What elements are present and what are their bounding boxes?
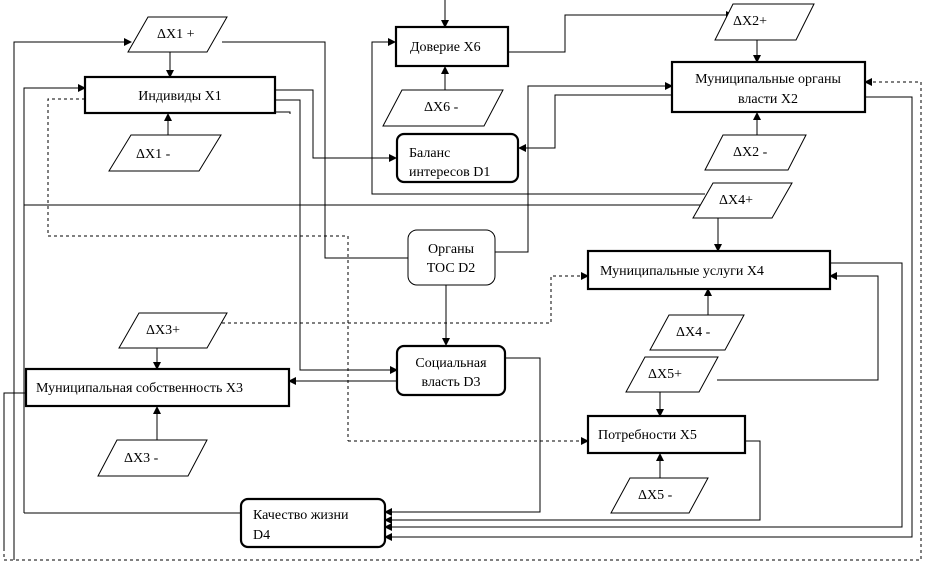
node-municipal-services: Муниципальные услуги X4 — [586, 249, 832, 291]
node-balance-label-line1: Баланс — [409, 146, 450, 161]
connectors — [3, 0, 922, 561]
node-municipal-property: Муниципальная собственность X3 — [24, 367, 291, 408]
node-authorities-label-line2: власти X2 — [738, 92, 798, 107]
connector-needs-quality — [384, 440, 761, 524]
dashed-outer-frame — [3, 78, 922, 561]
connector-dx1plus-tos — [222, 41, 408, 259]
node-needs-label: Потребности X5 — [598, 428, 697, 443]
delta-dx1-minus-label: ΔX1 - — [136, 147, 171, 162]
delta-dx1-plus-label: ΔX1 + — [157, 27, 195, 42]
node-services-label: Муниципальные услуги X4 — [600, 264, 764, 279]
node-social-label-line2: власть D3 — [422, 375, 481, 390]
connector-property-frame — [3, 392, 26, 548]
node-quality-label-line2: D4 — [253, 528, 270, 543]
connector-trust-dx2plus — [508, 11, 734, 53]
delta-dx3-minus-label: ΔX3 - — [124, 451, 159, 466]
delta-dx5-minus: ΔX5 - — [610, 477, 709, 514]
connector-social-quality — [384, 357, 541, 516]
node-tos-bodies: Органы ТОС D2 — [407, 229, 496, 286]
node-tos-label-line2: ТОС D2 — [427, 261, 476, 276]
node-property-label: Муниципальная собственность X3 — [36, 381, 243, 396]
delta-dx2-plus: ΔX2+ — [714, 3, 815, 41]
delta-dx3-minus: ΔX3 - — [97, 439, 208, 477]
node-balance-label-line2: интересов D1 — [409, 165, 490, 180]
connector-frame-to-dx1plus — [13, 38, 132, 560]
connector-loop-trust — [371, 38, 705, 195]
connector-authorities-quality — [384, 96, 913, 541]
delta-dx2-plus-label: ΔX2+ — [733, 14, 767, 29]
connector-individuals-balance — [276, 89, 397, 162]
delta-dx4-minus: ΔX4 - — [649, 314, 745, 351]
node-municipal-authorities: Муниципальные органы власти X2 — [670, 60, 867, 114]
node-quality-of-life: Качество жизни D4 — [239, 497, 387, 549]
node-trust-label: Доверие X6 — [410, 40, 481, 55]
dashed-individuals-tos — [47, 98, 349, 441]
connector-dx5plus-services — [717, 272, 879, 381]
connector-services-quality — [384, 262, 903, 531]
delta-dx5-minus-label: ΔX5 - — [638, 488, 673, 503]
node-needs: Потребности X5 — [586, 414, 747, 455]
delta-dx4-minus-label: ΔX4 - — [676, 325, 711, 340]
delta-dx2-minus: ΔX2 - — [704, 134, 807, 171]
node-balance: Баланс интересов D1 — [395, 132, 520, 184]
node-quality-label-line1: Качество жизни — [253, 508, 349, 523]
connector-individuals-social — [276, 99, 398, 374]
node-trust: Доверие X6 — [394, 25, 510, 68]
delta-dx3-plus: ΔX3+ — [118, 312, 228, 349]
delta-dx4-plus: ΔX4+ — [692, 182, 793, 219]
delta-dx5-plus: ΔX5+ — [625, 356, 719, 393]
node-authorities-label-line1: Муниципальные органы — [695, 72, 841, 87]
node-individuals-label: Индивиды X1 — [138, 89, 221, 104]
connector-frame-to-individuals — [23, 84, 86, 513]
delta-dx5-plus-label: ΔX5+ — [648, 367, 682, 382]
node-individuals: Индивиды X1 — [83, 75, 277, 115]
delta-dx4-plus-label: ΔX4+ — [719, 193, 753, 208]
delta-dx1-minus: ΔX1 - — [108, 134, 222, 172]
connector-tos-authorities — [495, 82, 673, 253]
delta-dx1-plus: ΔX1 + — [127, 16, 228, 53]
node-social-label-line1: Социальная — [415, 356, 487, 371]
dashed-dx3plus-services — [222, 272, 589, 324]
connector-authorities-balance — [518, 94, 672, 152]
delta-dx2-minus-label: ΔX2 - — [733, 145, 768, 160]
node-tos-label-line1: Органы — [428, 242, 475, 257]
delta-dx3-plus-label: ΔX3+ — [146, 323, 180, 338]
delta-dx6-minus-label: ΔX6 - — [424, 100, 459, 115]
delta-dx6-minus: ΔX6 - — [382, 89, 504, 127]
node-social-power: Социальная власть D3 — [395, 344, 507, 397]
connector-individuals-authorities — [276, 111, 291, 114]
